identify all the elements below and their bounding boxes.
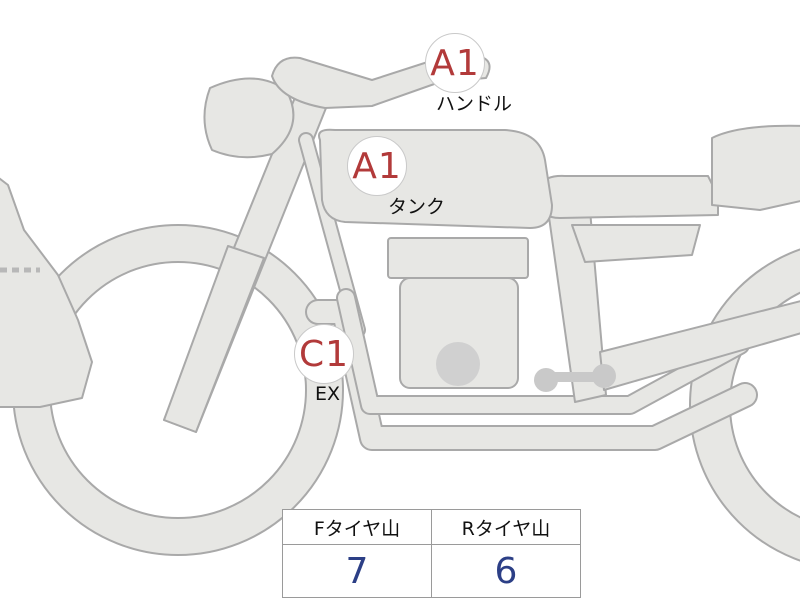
engine-cover xyxy=(436,342,480,386)
headlight xyxy=(203,77,295,159)
handle-grade-badge: A1 xyxy=(425,33,485,93)
exhaust-pipe-outer-fill xyxy=(307,301,756,449)
exhaust-grade-text: C1 xyxy=(298,333,350,375)
tank-label: タンク xyxy=(388,196,446,218)
exhaust-pipe-inner-fill xyxy=(338,290,748,413)
exhaust-grade-badge: C1 xyxy=(294,324,354,384)
rear-tire-header: Rタイヤ山 xyxy=(431,509,581,545)
footpeg xyxy=(534,364,616,392)
seat xyxy=(539,174,719,219)
tail-cowl xyxy=(711,124,800,211)
handle-label: ハンドル xyxy=(436,93,513,115)
tire-tread-table: Fタイヤ山 Rタイヤ山 7 6 xyxy=(282,509,581,598)
tank-grade-text: A1 xyxy=(352,145,402,187)
exhaust-label: EX xyxy=(315,383,341,405)
front-tire-header: Fタイヤ山 xyxy=(282,509,432,545)
handle-grade-text: A1 xyxy=(430,42,480,84)
front-tire-value: 7 xyxy=(282,544,432,598)
rear-tire-value: 6 xyxy=(431,544,581,598)
front-fender xyxy=(0,177,93,408)
engine-block xyxy=(399,277,519,389)
side-cover xyxy=(571,224,701,263)
engine-head xyxy=(387,237,529,279)
tank-grade-badge: A1 xyxy=(347,136,407,196)
fork-tube xyxy=(163,245,265,433)
